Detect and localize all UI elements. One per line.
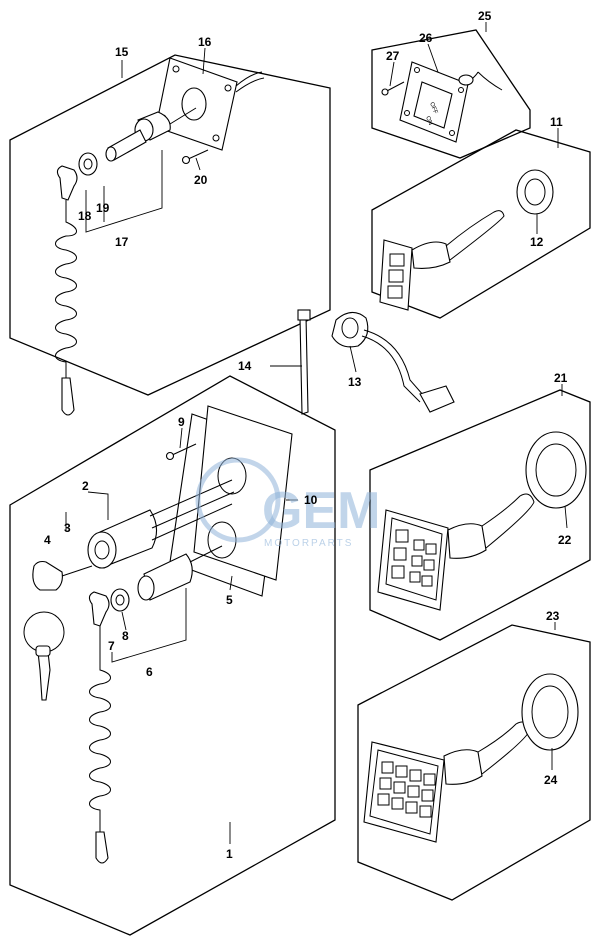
label-24: 24 (544, 773, 558, 787)
cable-tie-14 (299, 315, 309, 415)
switch-on-text: ON (424, 116, 433, 127)
clip-7 (88, 591, 110, 627)
label-19: 19 (96, 201, 110, 215)
ring-nut-22 (525, 431, 587, 509)
lanyard-snap-upper (61, 377, 75, 416)
label-3: 3 (64, 521, 71, 535)
lanyard-coil-lower (89, 626, 111, 832)
label-12: 12 (530, 235, 544, 249)
watermark-globe-icon (195, 457, 281, 543)
switch-off-text: OFF (428, 102, 438, 116)
clip-18 (56, 165, 78, 201)
watermark: GEM MOTORPARTS (195, 457, 380, 549)
label-4: 4 (44, 533, 51, 547)
ring-nut-24 (521, 673, 579, 751)
label-23: 23 (546, 609, 560, 623)
label-17: 17 (115, 235, 129, 249)
watermark-brand: GEM (262, 482, 380, 540)
label-14: 14 (238, 359, 252, 373)
lanyard-coil-upper (55, 200, 77, 378)
label-7: 7 (108, 639, 115, 653)
label-26: 26 (419, 31, 433, 45)
leader-lines (121, 22, 568, 844)
label-22: 22 (558, 533, 572, 547)
label-27: 27 (386, 49, 400, 63)
group-box-11 (371, 129, 591, 319)
buzzer-13 (331, 311, 369, 348)
screw-20 (181, 155, 191, 165)
label-5: 5 (226, 593, 233, 607)
group-box-23 (357, 624, 591, 901)
label-2: 2 (82, 479, 89, 493)
label-8: 8 (122, 629, 129, 643)
label-25: 25 (478, 9, 492, 23)
switch-panel-11 (379, 239, 413, 311)
label-11: 11 (550, 115, 563, 129)
stop-switch-6 (143, 553, 193, 601)
nut-8 (110, 588, 130, 612)
label-20: 20 (194, 173, 208, 187)
nut-19 (78, 152, 98, 176)
ring-nut-12 (516, 169, 554, 215)
watermark-sub: MOTORPARTS (264, 538, 353, 549)
label-21: 21 (554, 371, 568, 385)
label-16: 16 (198, 35, 212, 49)
label-18: 18 (78, 209, 92, 223)
group-box-1 (9, 375, 336, 936)
key-4 (32, 560, 63, 591)
screw-27 (381, 88, 389, 96)
lanyard-snap-lower (95, 831, 109, 864)
label-1: 1 (226, 847, 233, 861)
screw-9 (165, 451, 175, 461)
group-box-25 (371, 29, 531, 159)
label-15: 15 (115, 45, 129, 59)
label-9: 9 (178, 415, 185, 429)
label-13: 13 (348, 375, 362, 389)
label-10: 10 (304, 493, 318, 507)
group-box-15 (9, 54, 331, 396)
part-labels: 15 16 19 18 20 17 25 26 27 11 12 14 13 9… (44, 9, 572, 861)
group-box-21 (369, 389, 591, 641)
label-6: 6 (146, 665, 153, 679)
